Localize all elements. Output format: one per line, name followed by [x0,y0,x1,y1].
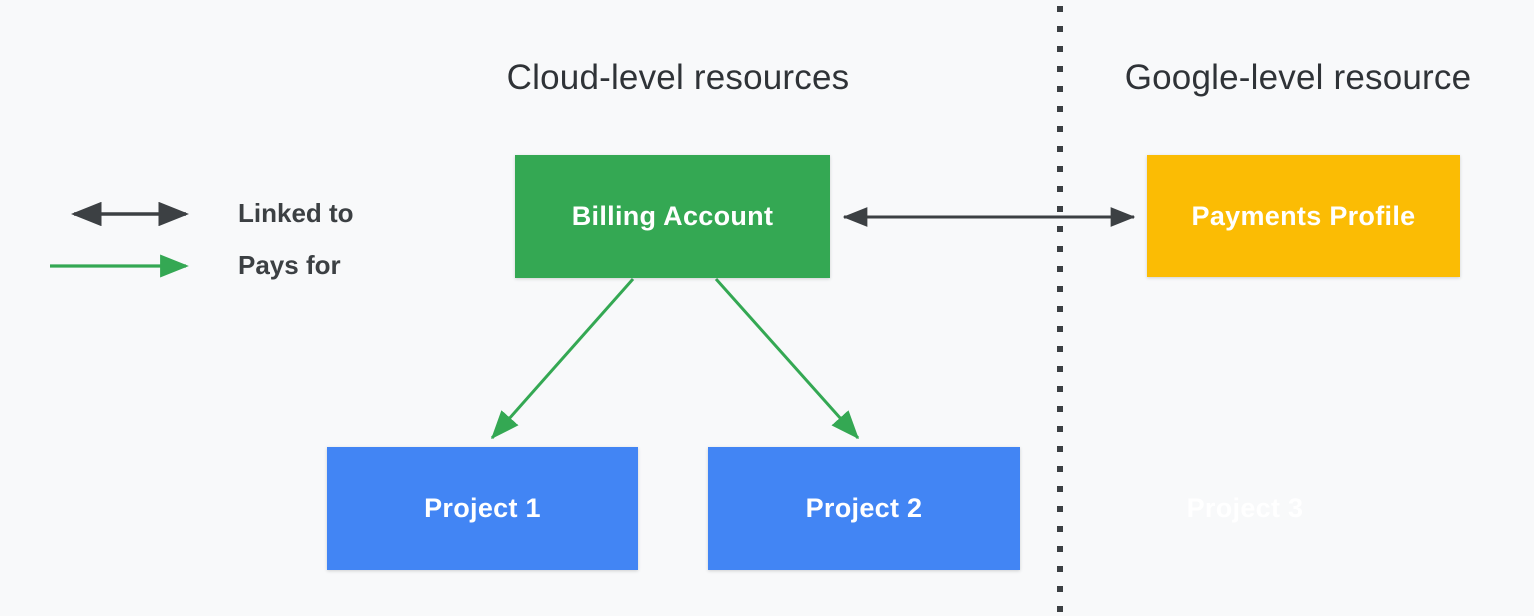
edge-billing-project1-pays-for [490,278,635,440]
project-3-ghost-label: Project 3 [1186,493,1304,523]
billing-account-node: Billing Account [515,155,830,278]
legend-item-pays-for: Pays for [46,250,341,281]
double-arrow-icon [70,201,190,226]
payments-profile-node: Payments Profile [1147,155,1460,277]
legend-item-linked-to: Linked to [46,198,354,229]
green-arrow-icon [50,253,189,278]
cloud-level-heading: Cloud-level resources [506,58,850,97]
google-level-heading: Google-level resource [1124,58,1472,97]
dotted-divider-line [1057,6,1063,616]
project-1-node: Project 1 [327,447,638,570]
edge-billing-project2-pays-for [714,278,860,440]
project-2-node: Project 2 [708,447,1020,570]
legend-label-pays-for: Pays for [238,250,341,280]
legend-label-linked-to: Linked to [238,198,354,228]
